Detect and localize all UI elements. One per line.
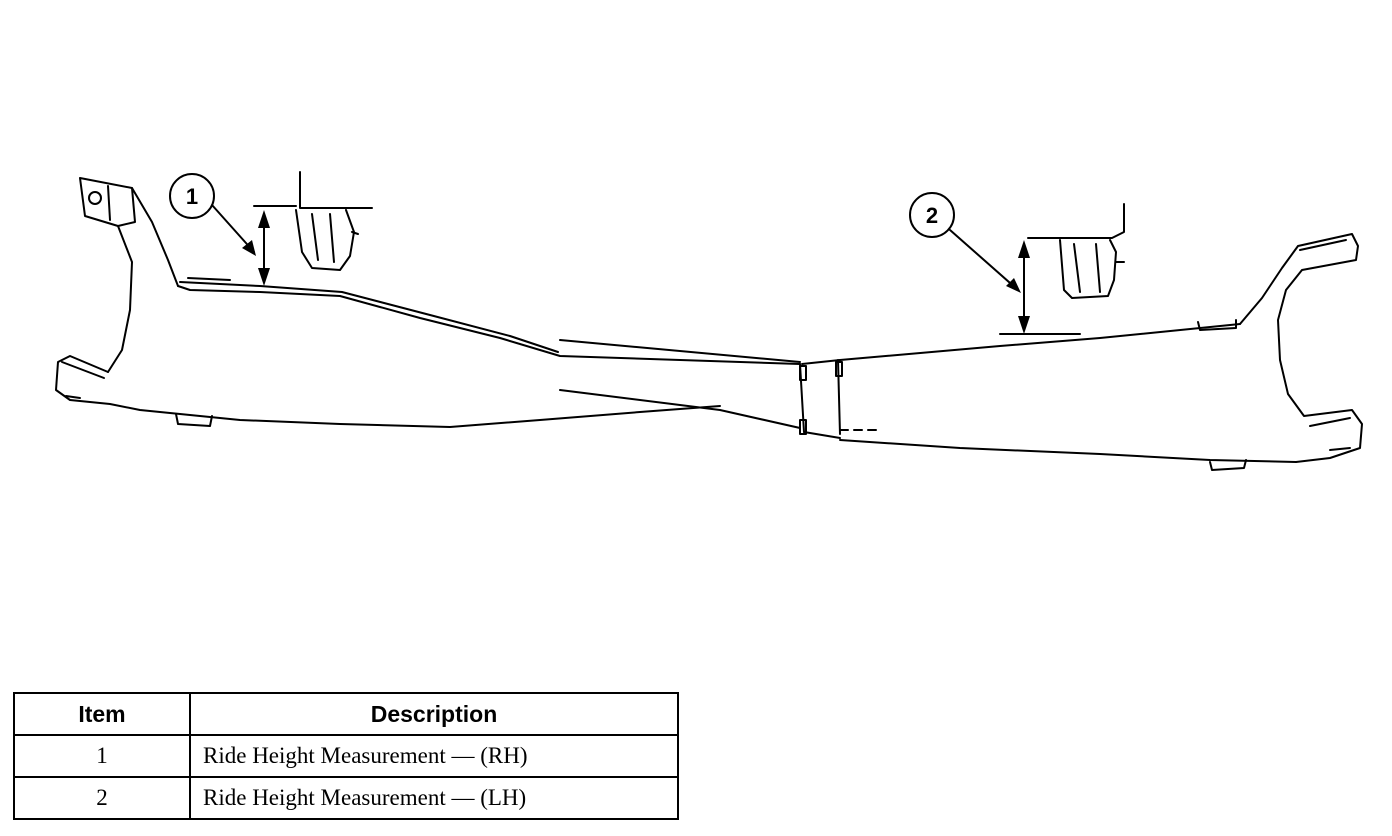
callout-2-number: 2 bbox=[926, 203, 938, 228]
axle-center-section bbox=[559, 339, 881, 439]
legend-header-item: Item bbox=[13, 692, 191, 736]
rh-measurement-assembly bbox=[211, 171, 373, 283]
axle-upper-surface-left bbox=[177, 277, 801, 365]
right-axle-end bbox=[839, 233, 1363, 471]
callout-1-number: 1 bbox=[186, 184, 198, 209]
left-axle-end bbox=[55, 177, 721, 428]
legend-header-row: Item Description bbox=[13, 692, 679, 736]
legend-row: 2 Ride Height Measurement — (LH) bbox=[13, 776, 679, 820]
legend-item-number: 1 bbox=[13, 734, 191, 778]
legend-row: 1 Ride Height Measurement — (RH) bbox=[13, 734, 679, 778]
callout-2-circle bbox=[909, 192, 955, 238]
legend-table: Item Description 1 Ride Height Measureme… bbox=[13, 692, 679, 820]
axle-diagram: 1 2 bbox=[55, 171, 1363, 471]
rh-arrow-heads bbox=[242, 210, 270, 286]
lh-measurement-assembly bbox=[949, 203, 1125, 335]
legend-item-description: Ride Height Measurement — (RH) bbox=[189, 734, 679, 778]
lh-arrow-heads bbox=[1006, 240, 1030, 334]
legend-header-description: Description bbox=[189, 692, 679, 736]
legend-item-number: 2 bbox=[13, 776, 191, 820]
callout-1-circle bbox=[169, 173, 215, 219]
legend-item-description: Ride Height Measurement — (LH) bbox=[189, 776, 679, 820]
